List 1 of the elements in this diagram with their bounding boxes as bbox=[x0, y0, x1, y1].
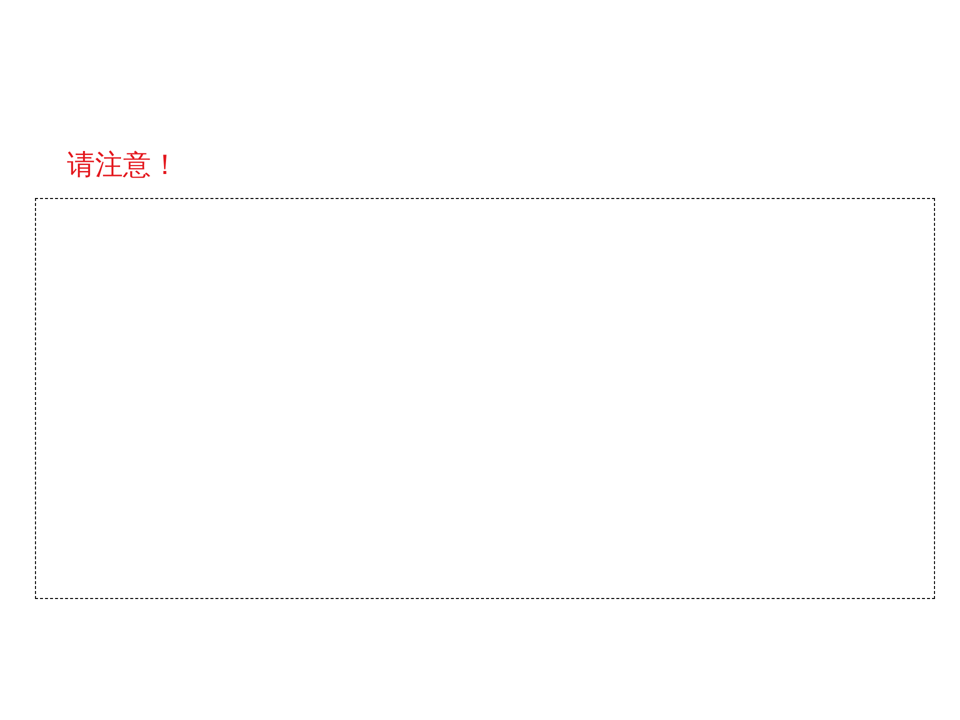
note-heading: 请注意！ bbox=[67, 148, 179, 182]
